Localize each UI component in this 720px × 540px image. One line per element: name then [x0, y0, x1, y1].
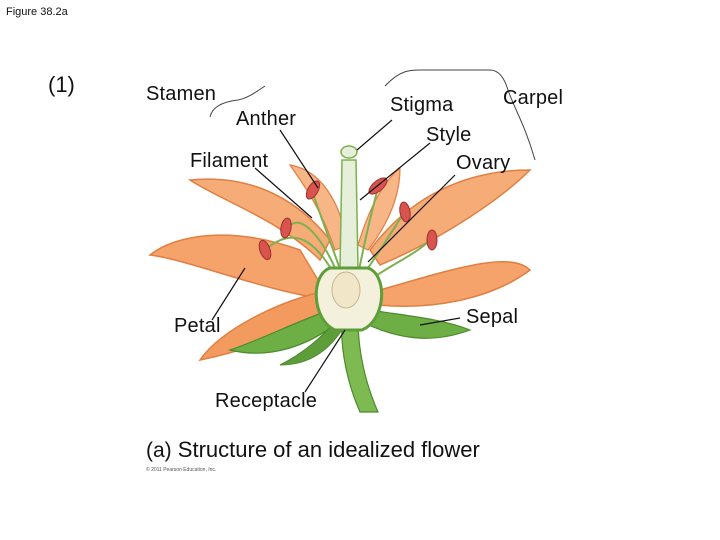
ovule-shape: [331, 271, 361, 309]
leader-filament: [254, 167, 313, 219]
sepal-left: [227, 309, 339, 354]
label-ovary: Ovary: [456, 152, 511, 174]
sepal-right: [361, 309, 472, 339]
label-style: Style: [426, 124, 472, 146]
anther-shape: [258, 239, 272, 261]
petal-left: [148, 234, 332, 301]
copyright-notice: © 2011 Pearson Education, Inc.: [146, 467, 217, 473]
figure-label: Figure 38.2a: [6, 6, 68, 18]
anther-shape: [426, 229, 438, 251]
petal-right: [377, 260, 532, 307]
label-carpel: Carpel: [503, 87, 564, 109]
figure-caption: (a) Structure of an idealized flower: [146, 437, 480, 463]
carpel-bracket: [384, 69, 536, 161]
label-anther: Anther: [236, 108, 297, 130]
leader-lines: [211, 119, 461, 393]
anther-shape: [399, 201, 411, 223]
receptacle-stem: [341, 319, 379, 413]
style-shape: [339, 159, 359, 269]
label-petal: Petal: [174, 315, 221, 337]
leader-ovary: [367, 174, 456, 263]
leader-receptacle: [304, 329, 346, 393]
sepals: [227, 309, 472, 413]
stigma-shape: [340, 145, 358, 159]
leader-style: [359, 142, 431, 201]
label-sepal: Sepal: [466, 306, 519, 328]
label-receptacle: Receptacle: [215, 390, 318, 412]
panel-number: (1): [48, 72, 75, 97]
sepal-down-left: [279, 317, 346, 366]
label-filament: Filament: [190, 150, 269, 172]
leader-stigma: [356, 119, 393, 151]
petal-upper-left: [187, 178, 331, 262]
label-stamen: Stamen: [146, 83, 217, 105]
leader-anther: [279, 129, 319, 189]
anther-shape: [280, 217, 292, 239]
leader-sepal: [419, 317, 461, 326]
label-stigma: Stigma: [390, 94, 454, 116]
caption-text: Structure of an idealized flower: [177, 437, 480, 462]
carpel: [314, 145, 383, 332]
leader-petal: [211, 267, 246, 321]
anthers: [258, 177, 438, 261]
stamen-bracket: [209, 85, 266, 118]
caption-tag: (a): [146, 439, 172, 462]
filament: [357, 187, 379, 276]
